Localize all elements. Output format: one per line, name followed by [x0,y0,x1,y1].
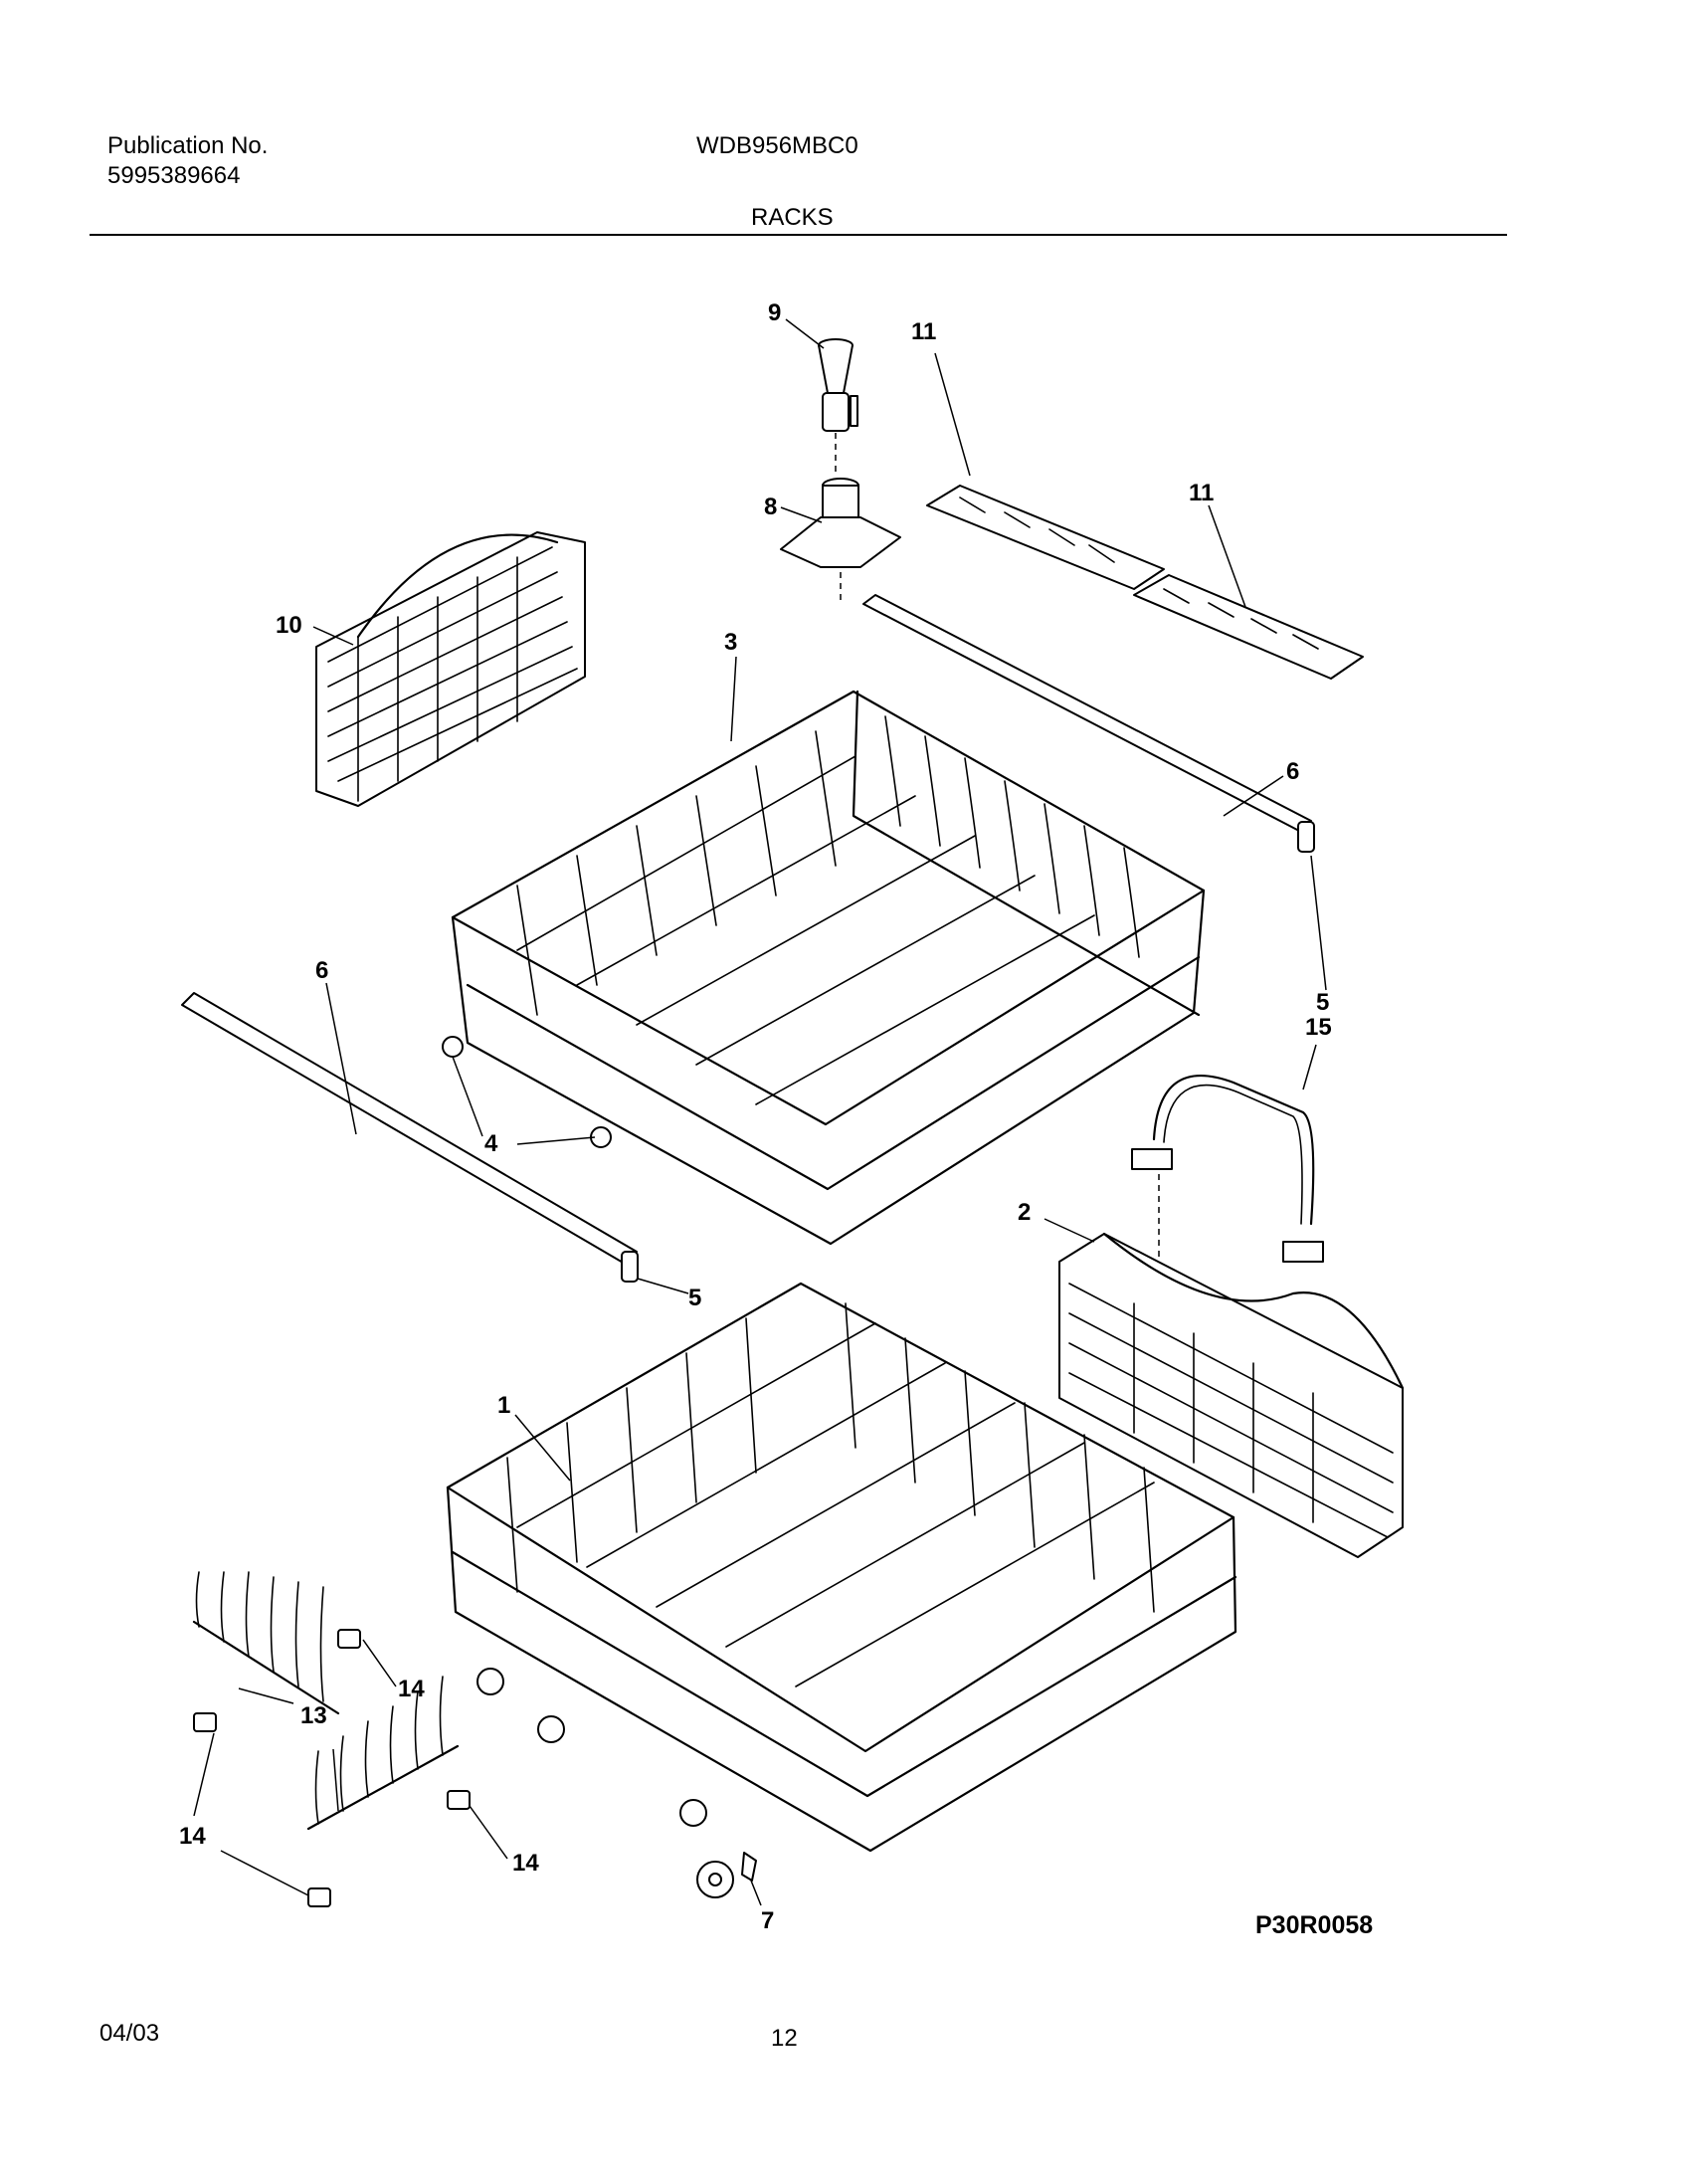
callout-11a: 11 [911,318,936,345]
part-14-clip-b [193,1712,217,1732]
callout-14b: 14 [179,1823,206,1850]
part-14-clip-d [307,1887,331,1907]
diagram-code: P30R0058 [1255,1911,1373,1939]
callout-9: 9 [768,299,781,326]
callout-5b: 5 [688,1285,701,1311]
leader-lines [193,318,1327,1906]
callout-4: 4 [484,1130,498,1157]
part-14-clip-c [447,1790,471,1810]
callout-6a: 6 [1286,758,1299,785]
part-13-tine-row-lower [306,1676,460,1831]
part-5-track-stop-left [621,1251,639,1283]
callout-14c: 14 [512,1850,539,1877]
callout-10: 10 [276,612,302,639]
page-number: 12 [771,2025,798,2052]
callout-1: 1 [497,1392,510,1419]
callout-7: 7 [761,1907,774,1934]
part-14-clip-a [337,1629,361,1649]
callout-13: 13 [300,1702,327,1729]
publication-label: Publication No. [107,132,269,159]
part-7-wheel [696,1852,757,1898]
callout-5a: 5 [1316,989,1329,1016]
callout-11b: 11 [1189,480,1214,506]
part-11-tine-rack-a [926,485,1165,590]
callout-3: 3 [724,629,737,656]
callout-labels: 9 11 11 8 10 3 6 5 6 15 4 2 5 1 14 13 14… [179,299,1332,1934]
part-2-cutlery-basket [1058,1232,1405,1558]
part-1-lower-rack [446,1282,1237,1853]
publication-number: 5995389664 [107,162,241,189]
part-5-track-stop-right [1297,821,1315,853]
part-6-rack-track-left [181,992,638,1265]
part-9-nozzle [818,338,858,476]
part-6-rack-track-right [862,594,1312,832]
part-15-basket-handle [1131,1074,1324,1279]
section-title: RACKS [751,204,834,231]
callout-14a: 14 [398,1676,425,1702]
model-number: WDB956MBC0 [696,132,858,159]
part-8-manifold [780,478,901,602]
callout-6b: 6 [315,957,328,984]
callout-15: 15 [1305,1014,1332,1041]
part-11-tine-rack-b [1133,574,1364,680]
part-10-silverware-basket [315,531,586,807]
callout-2: 2 [1018,1199,1031,1226]
footer-date: 04/03 [99,2020,160,2047]
part-3-upper-rack [442,690,1206,1246]
part-13-tine-row-upper [192,1571,340,1715]
callout-8: 8 [764,494,777,520]
header-divider [90,234,1507,236]
